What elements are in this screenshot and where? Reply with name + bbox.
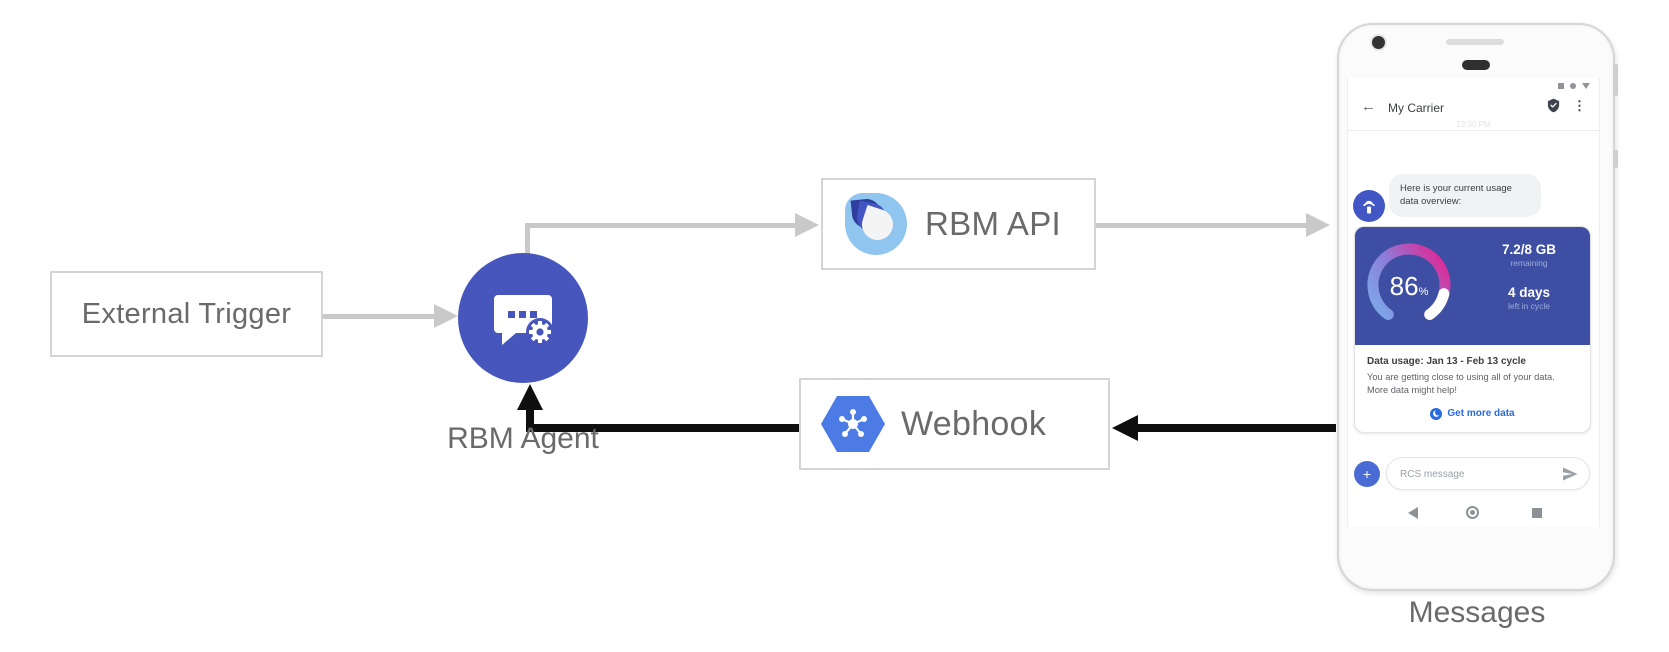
usage-card-body: Data usage: Jan 13 - Feb 13 cycle You ar…: [1355, 345, 1590, 432]
node-external-trigger: External Trigger: [50, 271, 323, 357]
attach-plus-button[interactable]: +: [1354, 461, 1380, 487]
arrowhead-webhook-to-agent: [517, 384, 543, 410]
webhook-label: Webhook: [901, 404, 1047, 443]
cloud-pubsub-hexagon-icon: [821, 396, 885, 452]
carrier-avatar: [1353, 190, 1385, 222]
arrow-api-to-phone: [1096, 223, 1308, 228]
remaining-label: remaining: [1510, 258, 1548, 268]
phone-power-button: [1613, 150, 1618, 168]
arrow-trigger-to-agent: [323, 314, 435, 319]
arrow-agent-to-api-vertical: [525, 225, 530, 255]
nav-recents-icon[interactable]: [1532, 508, 1542, 518]
usage-percent-symbol: %: [1418, 286, 1429, 298]
send-icon[interactable]: [1562, 467, 1578, 486]
days-value: 4 days: [1507, 285, 1551, 300]
arrowhead-agent-to-api: [795, 213, 819, 237]
app-bar-divider: [1348, 130, 1599, 131]
node-rbm-agent: [458, 253, 588, 383]
arrowhead-phone-to-webhook: [1112, 415, 1138, 441]
globe-icon: [1430, 407, 1443, 420]
status-bar-icons: [1558, 83, 1590, 89]
usage-card-header: 86% 7.2/8 GB remaining 4 days left in cy…: [1355, 227, 1590, 345]
message-timestamp: 12:30 PM: [1456, 120, 1491, 129]
nav-back-icon[interactable]: [1408, 507, 1418, 519]
phone-volume-button: [1613, 64, 1618, 96]
usage-rich-card: 86% 7.2/8 GB remaining 4 days left in cy…: [1354, 226, 1591, 433]
verified-shield-icon: [1546, 98, 1561, 118]
usage-gauge: [1361, 235, 1461, 335]
rbm-api-label: RBM API: [925, 205, 1061, 242]
get-more-data-button[interactable]: Get more data: [1367, 407, 1578, 420]
conversation-app-bar: ← My Carrier ⋮: [1348, 92, 1599, 130]
status-triangle-icon: [1582, 83, 1590, 89]
status-square-icon: [1558, 83, 1564, 89]
get-more-data-label: Get more data: [1447, 408, 1515, 420]
back-arrow-icon[interactable]: ←: [1361, 98, 1376, 115]
arrow-webhook-to-agent-horizontal: [526, 424, 799, 432]
nav-home-icon[interactable]: [1466, 506, 1479, 519]
external-trigger-label: External Trigger: [81, 297, 292, 330]
overflow-menu-icon[interactable]: ⋮: [1573, 98, 1586, 113]
usage-percent-value: 86: [1389, 271, 1419, 301]
phone-earpiece: [1446, 39, 1504, 45]
usage-percent: 86%: [1361, 271, 1457, 302]
arrowhead-trigger-to-agent: [434, 304, 458, 328]
conversation-title: My Carrier: [1388, 101, 1444, 115]
phone-screen: ← My Carrier ⋮ 12:30 PM Here is your cur…: [1347, 78, 1600, 527]
arrow-webhook-to-agent-vertical: [526, 406, 534, 432]
rcs-message-input[interactable]: [1400, 465, 1550, 483]
rcs-drop-logo-icon: [845, 193, 907, 255]
arrow-agent-to-api-horizontal: [525, 223, 796, 228]
arrow-phone-to-webhook: [1134, 424, 1336, 432]
arrowhead-api-to-phone: [1306, 213, 1330, 237]
rbm-agent-label: RBM Agent: [447, 422, 599, 455]
usage-card-title: Data usage: Jan 13 - Feb 13 cycle: [1367, 356, 1526, 367]
usage-stats: 7.2/8 GB remaining 4 days left in cycle: [1473, 242, 1585, 311]
usage-card-description: You are getting close to using all of yo…: [1367, 372, 1555, 396]
remaining-value: 7.2/8 GB: [1501, 242, 1557, 257]
days-label: left in cycle: [1507, 301, 1551, 311]
message-composer: [1386, 457, 1590, 490]
chat-bubble-with-gear-icon: [494, 295, 554, 346]
messages-caption: Messages: [1408, 596, 1546, 629]
node-rbm-api: RBM API: [821, 178, 1096, 270]
node-webhook: Webhook: [799, 378, 1110, 470]
phone-speaker: [1462, 60, 1490, 70]
status-circle-icon: [1570, 83, 1576, 89]
carrier-antenna-icon: [1363, 200, 1375, 214]
agent-message-bubble: Here is your current usage data overview…: [1389, 174, 1541, 217]
phone-camera-icon: [1372, 36, 1385, 49]
